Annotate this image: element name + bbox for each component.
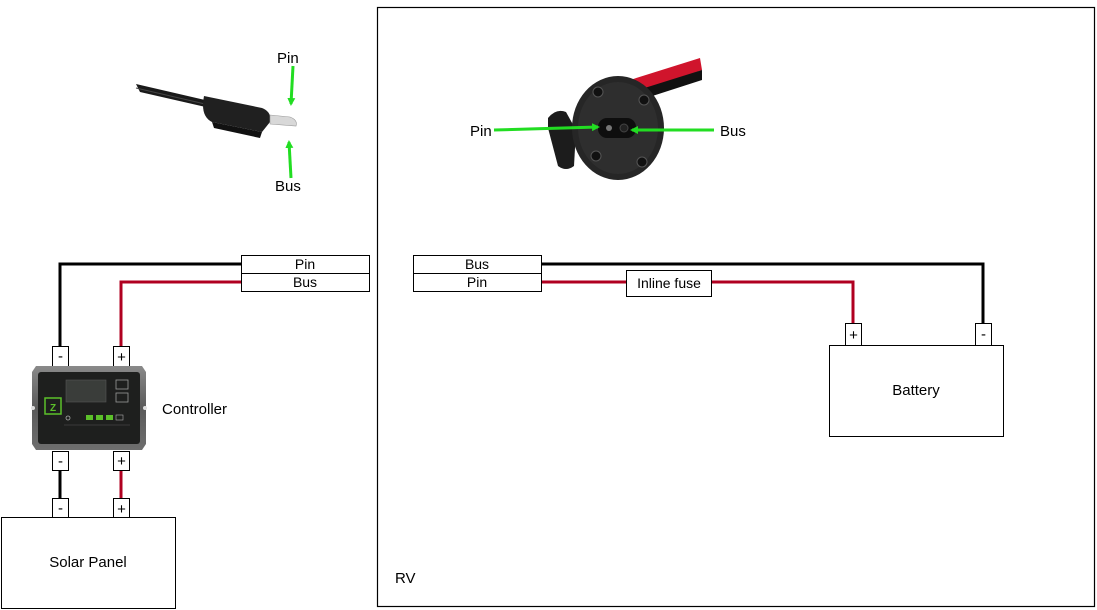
solar-panel: Solar Panel xyxy=(1,517,176,609)
right-connector-pin-row: Pin xyxy=(467,274,487,290)
sae-plug-photo-icon xyxy=(135,84,297,138)
socket-pin-arrow xyxy=(493,123,600,132)
solar-panel-negative-terminal: - xyxy=(52,498,69,518)
right-connector-bus-row: Bus xyxy=(465,256,489,272)
plug-bus-label: Bus xyxy=(275,178,301,195)
svg-text:-: - xyxy=(58,348,63,365)
svg-text:+: + xyxy=(117,349,126,366)
svg-text:+: + xyxy=(117,501,126,518)
wire-negative-controller-to-pin xyxy=(58,262,241,346)
wire-positive-fuse-to-battery xyxy=(711,280,855,323)
svg-text:-: - xyxy=(981,326,986,343)
svg-text:Z: Z xyxy=(50,403,56,414)
controller-top-positive-terminal: + xyxy=(113,346,130,367)
controller-top-negative-terminal: - xyxy=(52,346,69,367)
inline-fuse: Inline fuse xyxy=(626,270,712,297)
svg-text:+: + xyxy=(849,327,858,344)
svg-text:+: + xyxy=(117,453,126,470)
left-connector-bus-row: Bus xyxy=(293,274,317,290)
svg-text:-: - xyxy=(58,453,63,470)
plug-pin-label: Pin xyxy=(277,50,299,67)
left-connector-pin-row: Pin xyxy=(295,256,315,272)
wire-positive-controller-to-bus xyxy=(119,280,241,346)
controller-bottom-positive-terminal: + xyxy=(113,451,130,471)
battery: Battery xyxy=(829,345,1004,437)
svg-text:-: - xyxy=(58,500,63,517)
rv-zone-box xyxy=(376,6,1096,608)
charge-controller-photo-icon: Z xyxy=(31,366,147,450)
rv-zone-label: RV xyxy=(395,570,416,587)
plug-pin-arrow xyxy=(287,65,296,106)
left-connector: Pin Bus xyxy=(241,255,370,292)
battery-label: Battery xyxy=(892,382,940,399)
controller-bottom-negative-terminal: - xyxy=(52,451,69,471)
plug-bus-arrow xyxy=(285,140,294,179)
right-connector: Bus Pin xyxy=(413,255,542,292)
controller-label: Controller xyxy=(162,401,227,418)
battery-positive-terminal: + xyxy=(845,323,862,346)
battery-negative-terminal: - xyxy=(975,323,992,346)
sae-socket-photo-icon xyxy=(548,58,702,180)
solar-panel-positive-terminal: + xyxy=(113,498,130,518)
solar-panel-label: Solar Panel xyxy=(49,554,127,571)
socket-pin-label: Pin xyxy=(470,123,492,140)
inline-fuse-label: Inline fuse xyxy=(637,275,701,291)
socket-bus-label: Bus xyxy=(720,123,746,140)
wire-negative-bus-to-battery xyxy=(541,262,985,323)
